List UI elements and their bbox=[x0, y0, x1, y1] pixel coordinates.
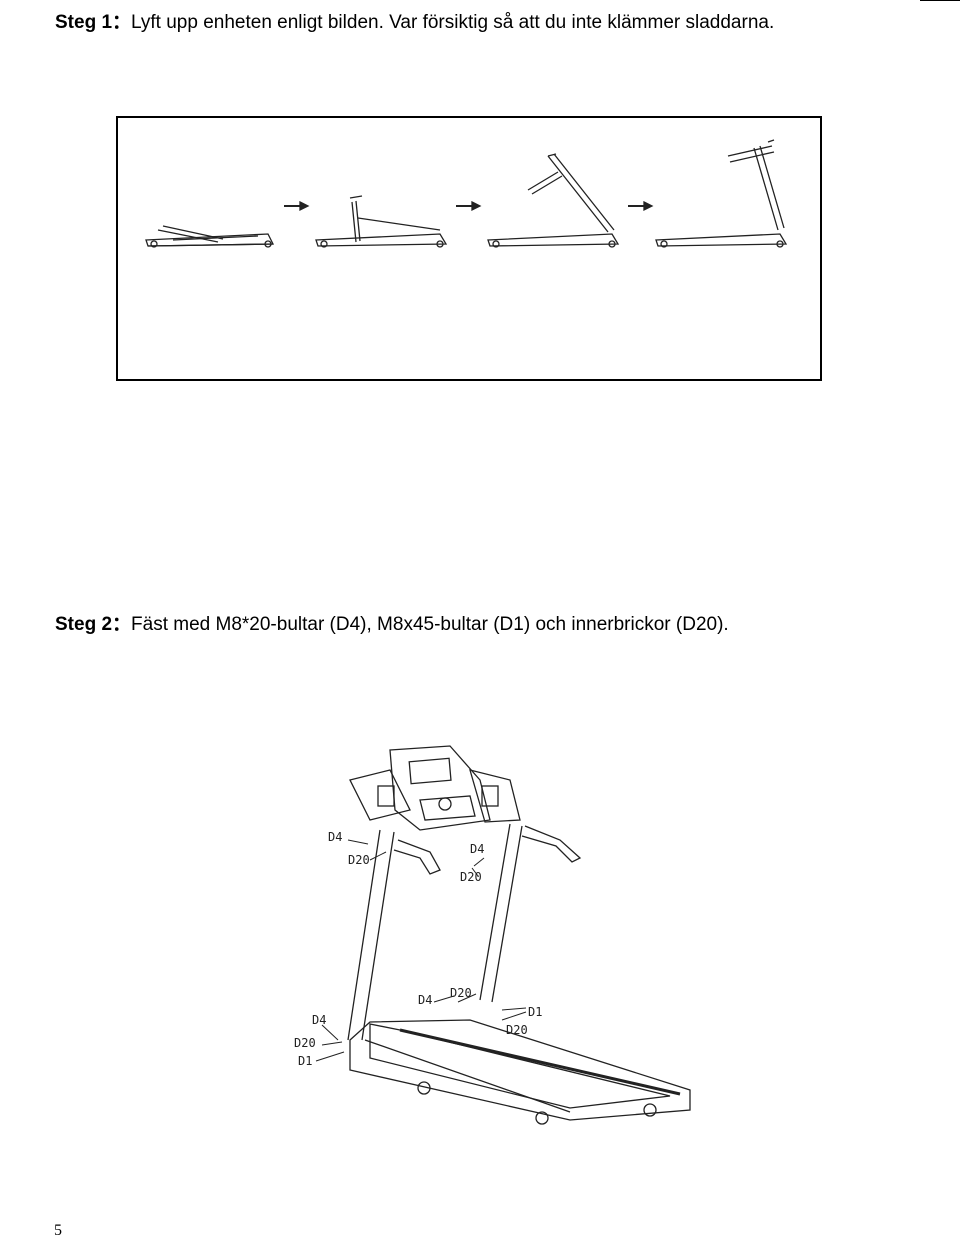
callout-d20-base-right: D20 bbox=[506, 1023, 528, 1037]
callout-d4-base-center: D4 bbox=[418, 993, 432, 1007]
step-2-label: Steg 2： bbox=[55, 614, 132, 635]
treadmill-drawing bbox=[347, 745, 691, 1125]
step-2-text: Fäst med M8*20-bultar (D4), M8x45-bultar… bbox=[131, 614, 729, 635]
step-1-label: Steg 1： bbox=[55, 12, 132, 33]
step-1-text: Lyft upp enheten enligt bilden. Var förs… bbox=[131, 12, 775, 33]
callout-d4-top-right: D4 bbox=[470, 842, 484, 856]
page-number: 5 bbox=[54, 1222, 62, 1239]
treadmill-tilted-illustration bbox=[487, 153, 620, 248]
header-rule bbox=[0, 0, 960, 2]
treadmill-upright-illustration bbox=[655, 139, 788, 248]
callout-d4-top-left: D4 bbox=[328, 830, 342, 844]
treadmill-raising-illustration bbox=[315, 195, 448, 248]
callout-d1-base-left: D1 bbox=[298, 1054, 312, 1068]
treadmill-assembly-figure: D4 D20 D4 D20 D4 D20 D1 D20 D4 D20 D1 bbox=[270, 740, 710, 1140]
folding-sequence-figure bbox=[116, 116, 822, 381]
callout-d4-base-left: D4 bbox=[312, 1013, 326, 1027]
callout-d20-top-right: D20 bbox=[460, 870, 482, 884]
callout-d20-base-center: D20 bbox=[450, 986, 472, 1000]
treadmill-folded-illustration bbox=[145, 225, 275, 248]
step-1-instruction: Steg 1：Lyft upp enheten enligt bilden. V… bbox=[55, 4, 895, 42]
callout-d20-base-left: D20 bbox=[294, 1036, 316, 1050]
step-2-instruction: Steg 2：Fäst med M8*20-bultar (D4), M8x45… bbox=[55, 606, 935, 644]
callout-d1-base-right: D1 bbox=[528, 1005, 542, 1019]
callout-d20-top-left: D20 bbox=[348, 853, 370, 867]
